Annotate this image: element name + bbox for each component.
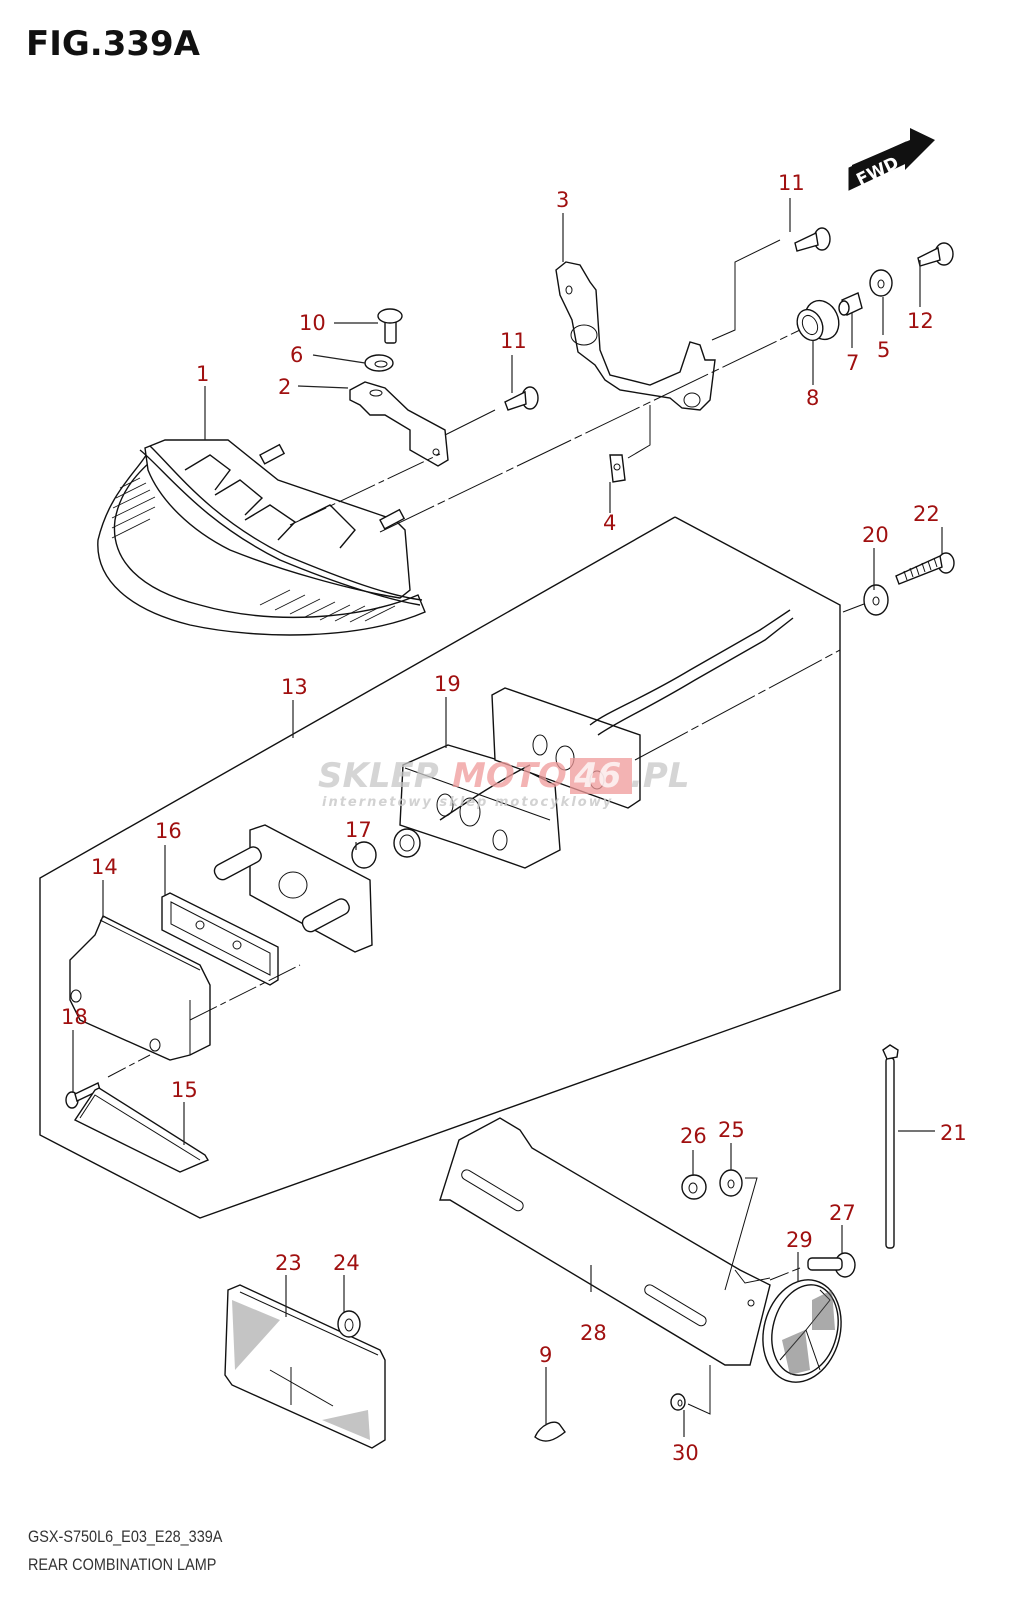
watermark-tagline: internetowy sklep motocyklowy — [322, 795, 613, 810]
label-part-26[interactable]: 26 — [680, 1124, 707, 1148]
label-part-29[interactable]: 29 — [786, 1228, 813, 1252]
label-part-12[interactable]: 12 — [907, 309, 934, 333]
watermark-brand-d: .PL — [630, 756, 690, 796]
part-6-washer[interactable] — [364, 354, 394, 372]
label-part-25[interactable]: 25 — [718, 1118, 745, 1142]
part-8-cushion[interactable] — [792, 295, 845, 345]
label-part-7[interactable]: 7 — [846, 351, 859, 375]
part-18-screw[interactable] — [65, 1054, 151, 1109]
label-part-21[interactable]: 21 — [940, 1121, 967, 1145]
model-code: GSX-S750L6_E03_E28_339A — [28, 1527, 223, 1546]
part-27-bolt[interactable] — [769, 1252, 856, 1281]
part-22-screw[interactable] — [895, 552, 955, 585]
label-part-24[interactable]: 24 — [333, 1251, 360, 1275]
part-4-clip-nut[interactable] — [609, 454, 626, 483]
label-part-27[interactable]: 27 — [829, 1201, 856, 1225]
part-9-clamp[interactable] — [534, 1421, 566, 1442]
part-24-nut[interactable] — [337, 1310, 361, 1338]
part-25-washer[interactable] — [719, 1169, 743, 1197]
label-part-9[interactable]: 9 — [539, 1343, 552, 1367]
part-1-tail-lamp[interactable] — [97, 439, 426, 636]
fwd-arrow-icon: FWD — [848, 128, 935, 191]
label-part-10[interactable]: 10 — [299, 311, 326, 335]
part-10-screw[interactable] — [377, 308, 403, 344]
diagram-caption: REAR COMBINATION LAMP — [28, 1555, 217, 1574]
label-part-23[interactable]: 23 — [275, 1251, 302, 1275]
part-12-screw[interactable] — [917, 242, 954, 267]
part-28-reflector-bracket[interactable] — [439, 1117, 771, 1366]
label-part-3[interactable]: 3 — [556, 188, 569, 212]
assembly-lines-top — [289, 239, 801, 533]
part-13-assembly-outline — [39, 516, 841, 1219]
part-2-bracket[interactable] — [349, 381, 449, 467]
lamp-socket — [213, 824, 373, 953]
label-part-2[interactable]: 2 — [278, 375, 291, 399]
label-part-16[interactable]: 16 — [155, 819, 182, 843]
label-part-19[interactable]: 19 — [434, 672, 461, 696]
part-20-washer[interactable] — [863, 584, 889, 616]
label-part-20[interactable]: 20 — [862, 523, 889, 547]
part-17-bulb[interactable] — [351, 828, 421, 869]
part-3-bracket[interactable] — [555, 261, 716, 411]
part-26-nut[interactable] — [681, 1174, 707, 1200]
watermark-brand-b: MOTO — [452, 756, 567, 796]
label-part-11-top[interactable]: 11 — [778, 171, 805, 195]
label-part-30[interactable]: 30 — [672, 1441, 699, 1465]
label-part-14[interactable]: 14 — [91, 855, 118, 879]
label-part-8[interactable]: 8 — [806, 386, 819, 410]
label-part-5[interactable]: 5 — [877, 338, 890, 362]
watermark-brand-c: 46 — [573, 756, 621, 796]
watermark-brand-a: SKLEP — [318, 756, 439, 796]
part-23-reflector[interactable] — [224, 1284, 386, 1449]
part-15-lens[interactable] — [73, 1087, 210, 1173]
part-11-screw[interactable] — [504, 386, 539, 411]
label-part-6[interactable]: 6 — [290, 343, 303, 367]
part-7-spacer[interactable] — [838, 292, 863, 316]
label-part-22[interactable]: 22 — [913, 502, 940, 526]
label-part-1[interactable]: 1 — [196, 362, 209, 386]
part-30-nut[interactable] — [670, 1365, 711, 1415]
part-21-cable-tie[interactable] — [882, 1044, 899, 1249]
label-part-11[interactable]: 11 — [500, 329, 527, 353]
part-29-reflector[interactable] — [752, 1271, 852, 1391]
watermark: SKLEP MOTO 46 .PL internetowy sklep moto… — [318, 756, 690, 810]
part-16-gasket[interactable] — [161, 892, 279, 986]
label-part-15[interactable]: 15 — [171, 1078, 198, 1102]
label-part-17[interactable]: 17 — [345, 818, 372, 842]
label-part-4[interactable]: 4 — [603, 511, 616, 535]
figure-title: FIG.339A — [26, 24, 200, 64]
part-5-washer[interactable] — [869, 269, 893, 297]
label-part-13[interactable]: 13 — [281, 675, 308, 699]
part-11-screw-top[interactable] — [794, 227, 831, 252]
part-14-lens[interactable] — [69, 915, 301, 1061]
part-labels: 1 2 3 4 5 6 7 8 9 10 11 11 12 13 14 15 1… — [61, 171, 967, 1465]
label-part-28[interactable]: 28 — [580, 1321, 607, 1345]
leader-lines — [72, 198, 943, 1437]
label-part-18[interactable]: 18 — [61, 1005, 88, 1029]
